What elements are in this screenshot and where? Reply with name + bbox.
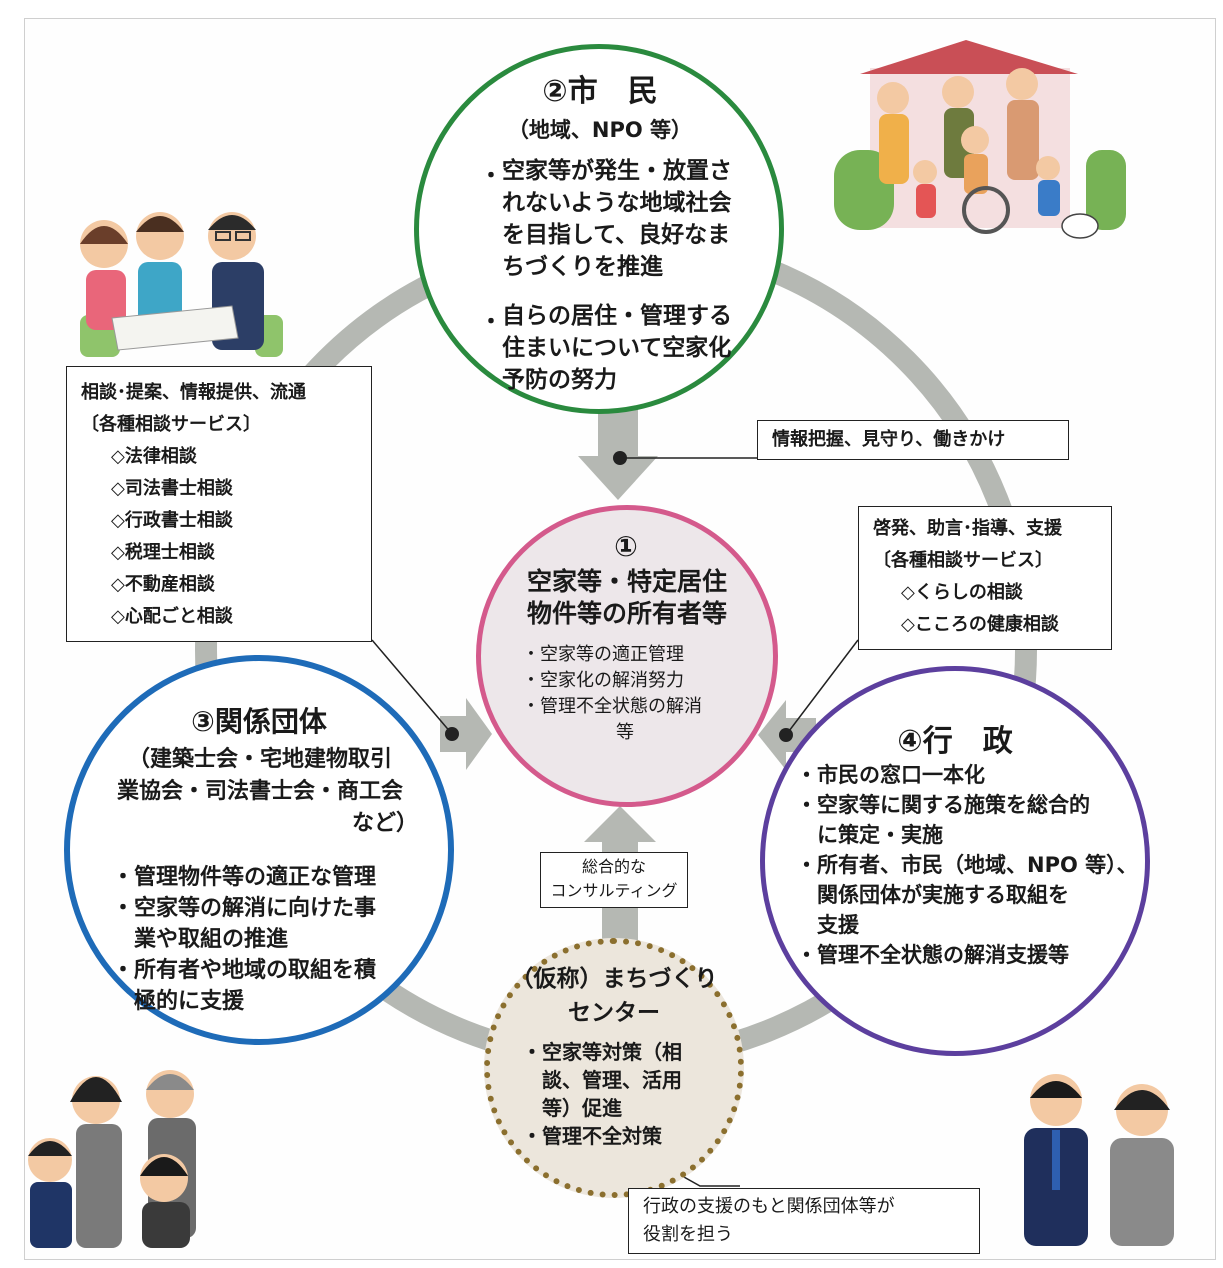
consulting-box: 総合的な コンサルティング <box>540 852 688 908</box>
callout-dot-info <box>613 451 627 465</box>
callout-dot-right <box>779 728 793 742</box>
citizen-bullet-1: 空家等が発生・放置さ れないような地域社会 を目指して、良好なま ちづくりを推進 <box>502 158 732 280</box>
gov-item-cont: に策定・実施 <box>817 823 943 847</box>
bullet-mark: ・ <box>480 164 503 189</box>
gov-circle <box>760 666 1150 1056</box>
right-service-item: ◇くらしの相談 <box>901 582 1023 603</box>
center-item: ・管理不全対策 <box>522 1124 662 1148</box>
assoc-item-cont: 業や取組の推進 <box>134 927 289 952</box>
citizen-bullet-2: 自らの居住・管理する 住まいについて空家化 予防の努力 <box>502 303 732 393</box>
owner-item: ・管理不全状態の解消 <box>522 696 702 717</box>
center-item: ・空家等対策（相 <box>522 1040 682 1064</box>
gov-title: ④行 政 <box>897 724 1013 759</box>
assoc-items: ・管理物件等の適正な管理 ・空家等の解消に向けた事 業や取組の推進 ・所有者や地… <box>112 862 376 1017</box>
gov-item: ・管理不全状態の解消支援等 <box>796 943 1069 967</box>
gov-item: ・所有者、市民（地域、NPO 等）、 <box>796 853 1138 877</box>
left-services-sub: 〔各種相談サービス〕 <box>81 414 261 435</box>
owner-title: 空家等・特定居住 物件等の所有者等 <box>526 567 727 628</box>
left-service-item: ◇心配ごと相談 <box>111 606 233 627</box>
assoc-subtitle: （建築士会・宅地建物取引 業協会・司法書士会・商工会 など） <box>116 747 418 836</box>
assoc-title: ③関係団体 <box>191 705 327 738</box>
assoc-item-cont: 極的に支援 <box>134 989 245 1014</box>
right-services-box: 啓発、助言･指導、支援 〔各種相談サービス〕 ◇くらしの相談 ◇こころの健康相談 <box>858 506 1112 650</box>
assoc-item: ・所有者や地域の取組を積 <box>112 958 377 983</box>
assoc-item: ・空家等の解消に向けた事 <box>112 896 377 921</box>
callout-line-left <box>371 639 453 735</box>
owner-circle <box>476 505 778 807</box>
gov-item: ・空家等に関する施策を総合的 <box>796 793 1090 817</box>
center-item-cont: 等）促進 <box>542 1096 622 1120</box>
assoc-item: ・管理物件等の適正な管理 <box>112 865 377 890</box>
right-services-heading: 啓発、助言･指導、支援 <box>873 518 1062 539</box>
info-callout-box: 情報把握、見守り、働きかけ <box>757 420 1069 460</box>
gov-item: ・市民の窓口一本化 <box>796 763 985 787</box>
left-services-heading: 相談･提案、情報提供、流通 <box>81 382 306 403</box>
citizen-title: ②市 民 <box>542 74 658 109</box>
left-service-item: ◇法律相談 <box>111 446 197 467</box>
owner-number: ① <box>614 530 638 563</box>
center-item-cont: 談、管理、活用 <box>542 1068 682 1092</box>
right-services-sub: 〔各種相談サービス〕 <box>873 550 1053 571</box>
owner-items: ・空家等の適正管理 ・空家化の解消努力 ・管理不全状態の解消 等 <box>522 642 702 746</box>
callout-line-right <box>785 639 859 736</box>
owner-item-etc: 等 <box>616 722 634 743</box>
left-service-item: ◇不動産相談 <box>111 574 215 595</box>
left-service-item: ◇司法書士相談 <box>111 478 233 499</box>
owner-item: ・空家等の適正管理 <box>522 644 684 665</box>
arrow-assoc-to-owner <box>440 698 492 770</box>
left-service-item: ◇行政書士相談 <box>111 510 233 531</box>
gov-item-cont: 関係団体が実施する取組を <box>817 883 1069 907</box>
gov-item-cont: 支援 <box>817 913 859 937</box>
center-title: （仮称）まちづくり センター <box>510 966 718 1026</box>
gov-items: ・市民の窓口一本化 ・空家等に関する施策を総合的 に策定・実施 ・所有者、市民（… <box>796 760 1138 970</box>
bottom-callout-box: 行政の支援のもと関係団体等が 役割を担う <box>628 1188 980 1254</box>
center-items: ・空家等対策（相 談、管理、活用 等）促進 ・管理不全対策 <box>522 1038 682 1150</box>
assoc-circle <box>64 655 454 1045</box>
citizen-subtitle: （地域、NPO 等） <box>507 118 693 142</box>
center-circle <box>484 938 744 1198</box>
arrow-citizen-to-owner <box>578 408 658 500</box>
left-service-item: ◇税理士相談 <box>111 542 215 563</box>
bullet-mark: ・ <box>480 310 503 335</box>
right-service-item: ◇こころの健康相談 <box>901 614 1059 635</box>
left-services-box: 相談･提案、情報提供、流通 〔各種相談サービス〕 ◇法律相談 ◇司法書士相談 ◇… <box>66 366 372 642</box>
callout-dot-left <box>445 727 459 741</box>
citizen-circle <box>414 44 784 414</box>
owner-item: ・空家化の解消努力 <box>522 670 684 691</box>
